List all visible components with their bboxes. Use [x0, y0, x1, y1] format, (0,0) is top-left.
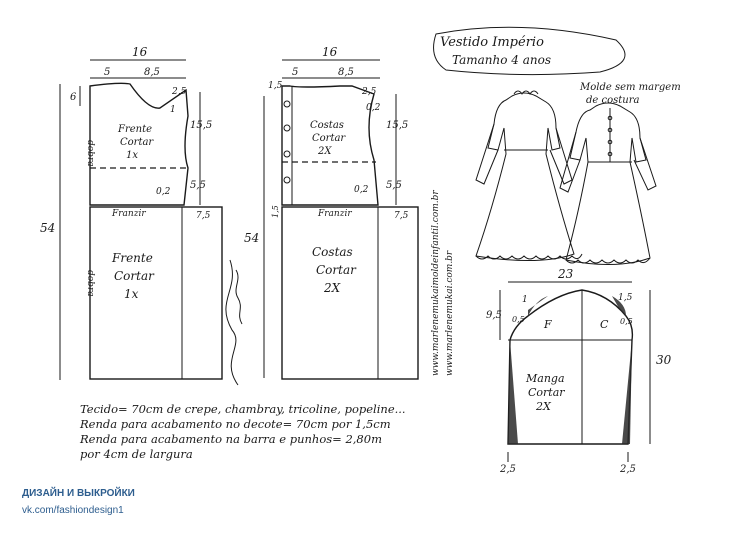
front-side-label: 5,5 [190, 180, 206, 191]
title-cloud [433, 26, 626, 76]
back-button-3 [283, 150, 291, 158]
designer-signature [225, 259, 243, 386]
back-bodice-label-2: Cortar [312, 133, 346, 144]
back-skirt-label-1: Costas [312, 245, 353, 259]
back-armhole-label: 15,5 [386, 120, 408, 131]
title-line-1: Vestido Império [440, 35, 544, 50]
sleeve-cap-label: 9,5 [486, 310, 502, 321]
back-width-label: 16 [322, 45, 338, 59]
title-line-2: Tamanho 4 anos [452, 53, 551, 67]
front-bodice-label-3: 1x [126, 150, 138, 161]
watermark-url-1: www.marlenemukaimoldeinfantil.com.br [431, 190, 441, 376]
sleeve-back-mark: C [600, 318, 609, 331]
watermark-url-2: www.marlenemukai.com.br [445, 250, 455, 376]
front-bodice-label-2: Cortar [120, 137, 154, 148]
back-dart-label: 0,2 [354, 185, 369, 195]
back-placket-label: 1,5 [271, 205, 280, 218]
sleeve-hem-right: 2,5 [619, 464, 636, 475]
front-sub-b-label: 8,5 [144, 67, 160, 78]
back-skirt-ext-label: 7,5 [394, 211, 409, 221]
back-ease-label: 0,2 [366, 103, 381, 113]
sleeve-edge-left-label: 1 [522, 295, 528, 305]
back-bodice-outline [281, 85, 379, 206]
sleeve-hatch-cap-r [612, 296, 626, 316]
back-pattern: 16 5 8,5 2,5 1,5 0,2 15,5 5,5 0,2 54 1,5… [244, 45, 419, 380]
sleeve-edge-right-label: 1,5 [618, 293, 633, 303]
sleeve-front-mark: F [543, 318, 552, 331]
back-top-right-label: 2,5 [361, 87, 377, 97]
front-dart-label: 0,2 [156, 187, 171, 197]
note-fabric: Tecido= 70cm de crepe, chambray, tricoli… [80, 402, 406, 416]
front-top-right-label: 2,5 [171, 87, 187, 97]
front-pattern: 16 5 8,5 2,5 6 15,5 1 5,5 0,2 54 Frente … [40, 45, 223, 380]
sleeve-scale-left: 0,5 [512, 315, 525, 324]
sleeve-label-1: Manga [525, 372, 565, 385]
sleeve-width-label: 23 [557, 267, 574, 281]
fabric-notes: Tecido= 70cm de crepe, chambray, tricoli… [80, 402, 470, 462]
front-bodice-fold: dobra [85, 140, 95, 167]
front-length-label: 54 [40, 221, 55, 235]
back-button-4 [283, 176, 291, 184]
mold-note-2: de costura [586, 95, 639, 106]
back-button-1 [283, 100, 291, 108]
back-sub-b-label: 8,5 [338, 67, 354, 78]
front-sub-a-label: 5 [104, 67, 110, 78]
sleeve-scale-right: 0,5 [620, 317, 633, 326]
sleeve-outline [507, 289, 634, 445]
front-skirt-label-3: 1x [124, 287, 139, 301]
back-bodice-label-3: 2X [317, 146, 332, 157]
back-skirt-outline [281, 206, 419, 380]
mold-note-1: Molde sem margem [579, 82, 681, 93]
dress-front-illustration [475, 90, 583, 261]
back-sub-a-label: 5 [292, 67, 298, 78]
front-skirt-fold: dobra [85, 270, 95, 297]
back-side-label: 5,5 [386, 180, 402, 191]
back-button-2 [283, 124, 291, 132]
back-gather-label: Franzir [317, 209, 352, 219]
front-bodice-label-1: Frente [117, 124, 152, 135]
front-skirt-label-1: Frente [111, 251, 153, 265]
front-width-label: 16 [132, 45, 148, 59]
front-skirt-label-2: Cortar [114, 269, 155, 283]
note-hem-lace-width: por 4cm de largura [80, 447, 193, 461]
back-skirt-label-3: 2X [323, 281, 341, 295]
back-length-label: 54 [244, 231, 259, 245]
front-bodice-outline [89, 82, 189, 206]
note-neck-lace: Renda para acabamento no decote= 70cm po… [80, 417, 391, 431]
back-bodice-label-1: Costas [310, 120, 344, 131]
sleeve-length-label: 30 [656, 353, 672, 367]
dress-back-illustration [559, 102, 657, 265]
front-armhole-label: 15,5 [190, 120, 212, 131]
front-skirt-ext-label: 7,5 [196, 211, 211, 221]
front-drop-label: 6 [70, 92, 77, 103]
brand-name: ДИЗАЙН И ВЫКРОЙКИ [22, 488, 135, 499]
sleeve-hatch-right [622, 340, 632, 444]
front-gather-label: Franzir [111, 209, 146, 219]
sleeve-hatch-left [508, 340, 518, 444]
note-hem-lace: Renda para acabamento na barra e punhos=… [80, 432, 382, 446]
back-skirt-label-2: Cortar [316, 263, 357, 277]
front-small-label: 1 [170, 105, 176, 115]
sleeve-label-3: 2X [535, 400, 552, 413]
back-neck-label: 1,5 [268, 81, 283, 91]
brand-url[interactable]: vk.com/fashiondesign1 [22, 505, 124, 516]
sleeve-label-2: Cortar [528, 386, 565, 399]
sleeve-pattern: 23 9,5 1 1,5 0,5 0,5 F C 30 2,5 2,5 Mang… [486, 267, 672, 475]
front-skirt-outline [89, 206, 223, 380]
sleeve-hem-left: 2,5 [499, 464, 516, 475]
